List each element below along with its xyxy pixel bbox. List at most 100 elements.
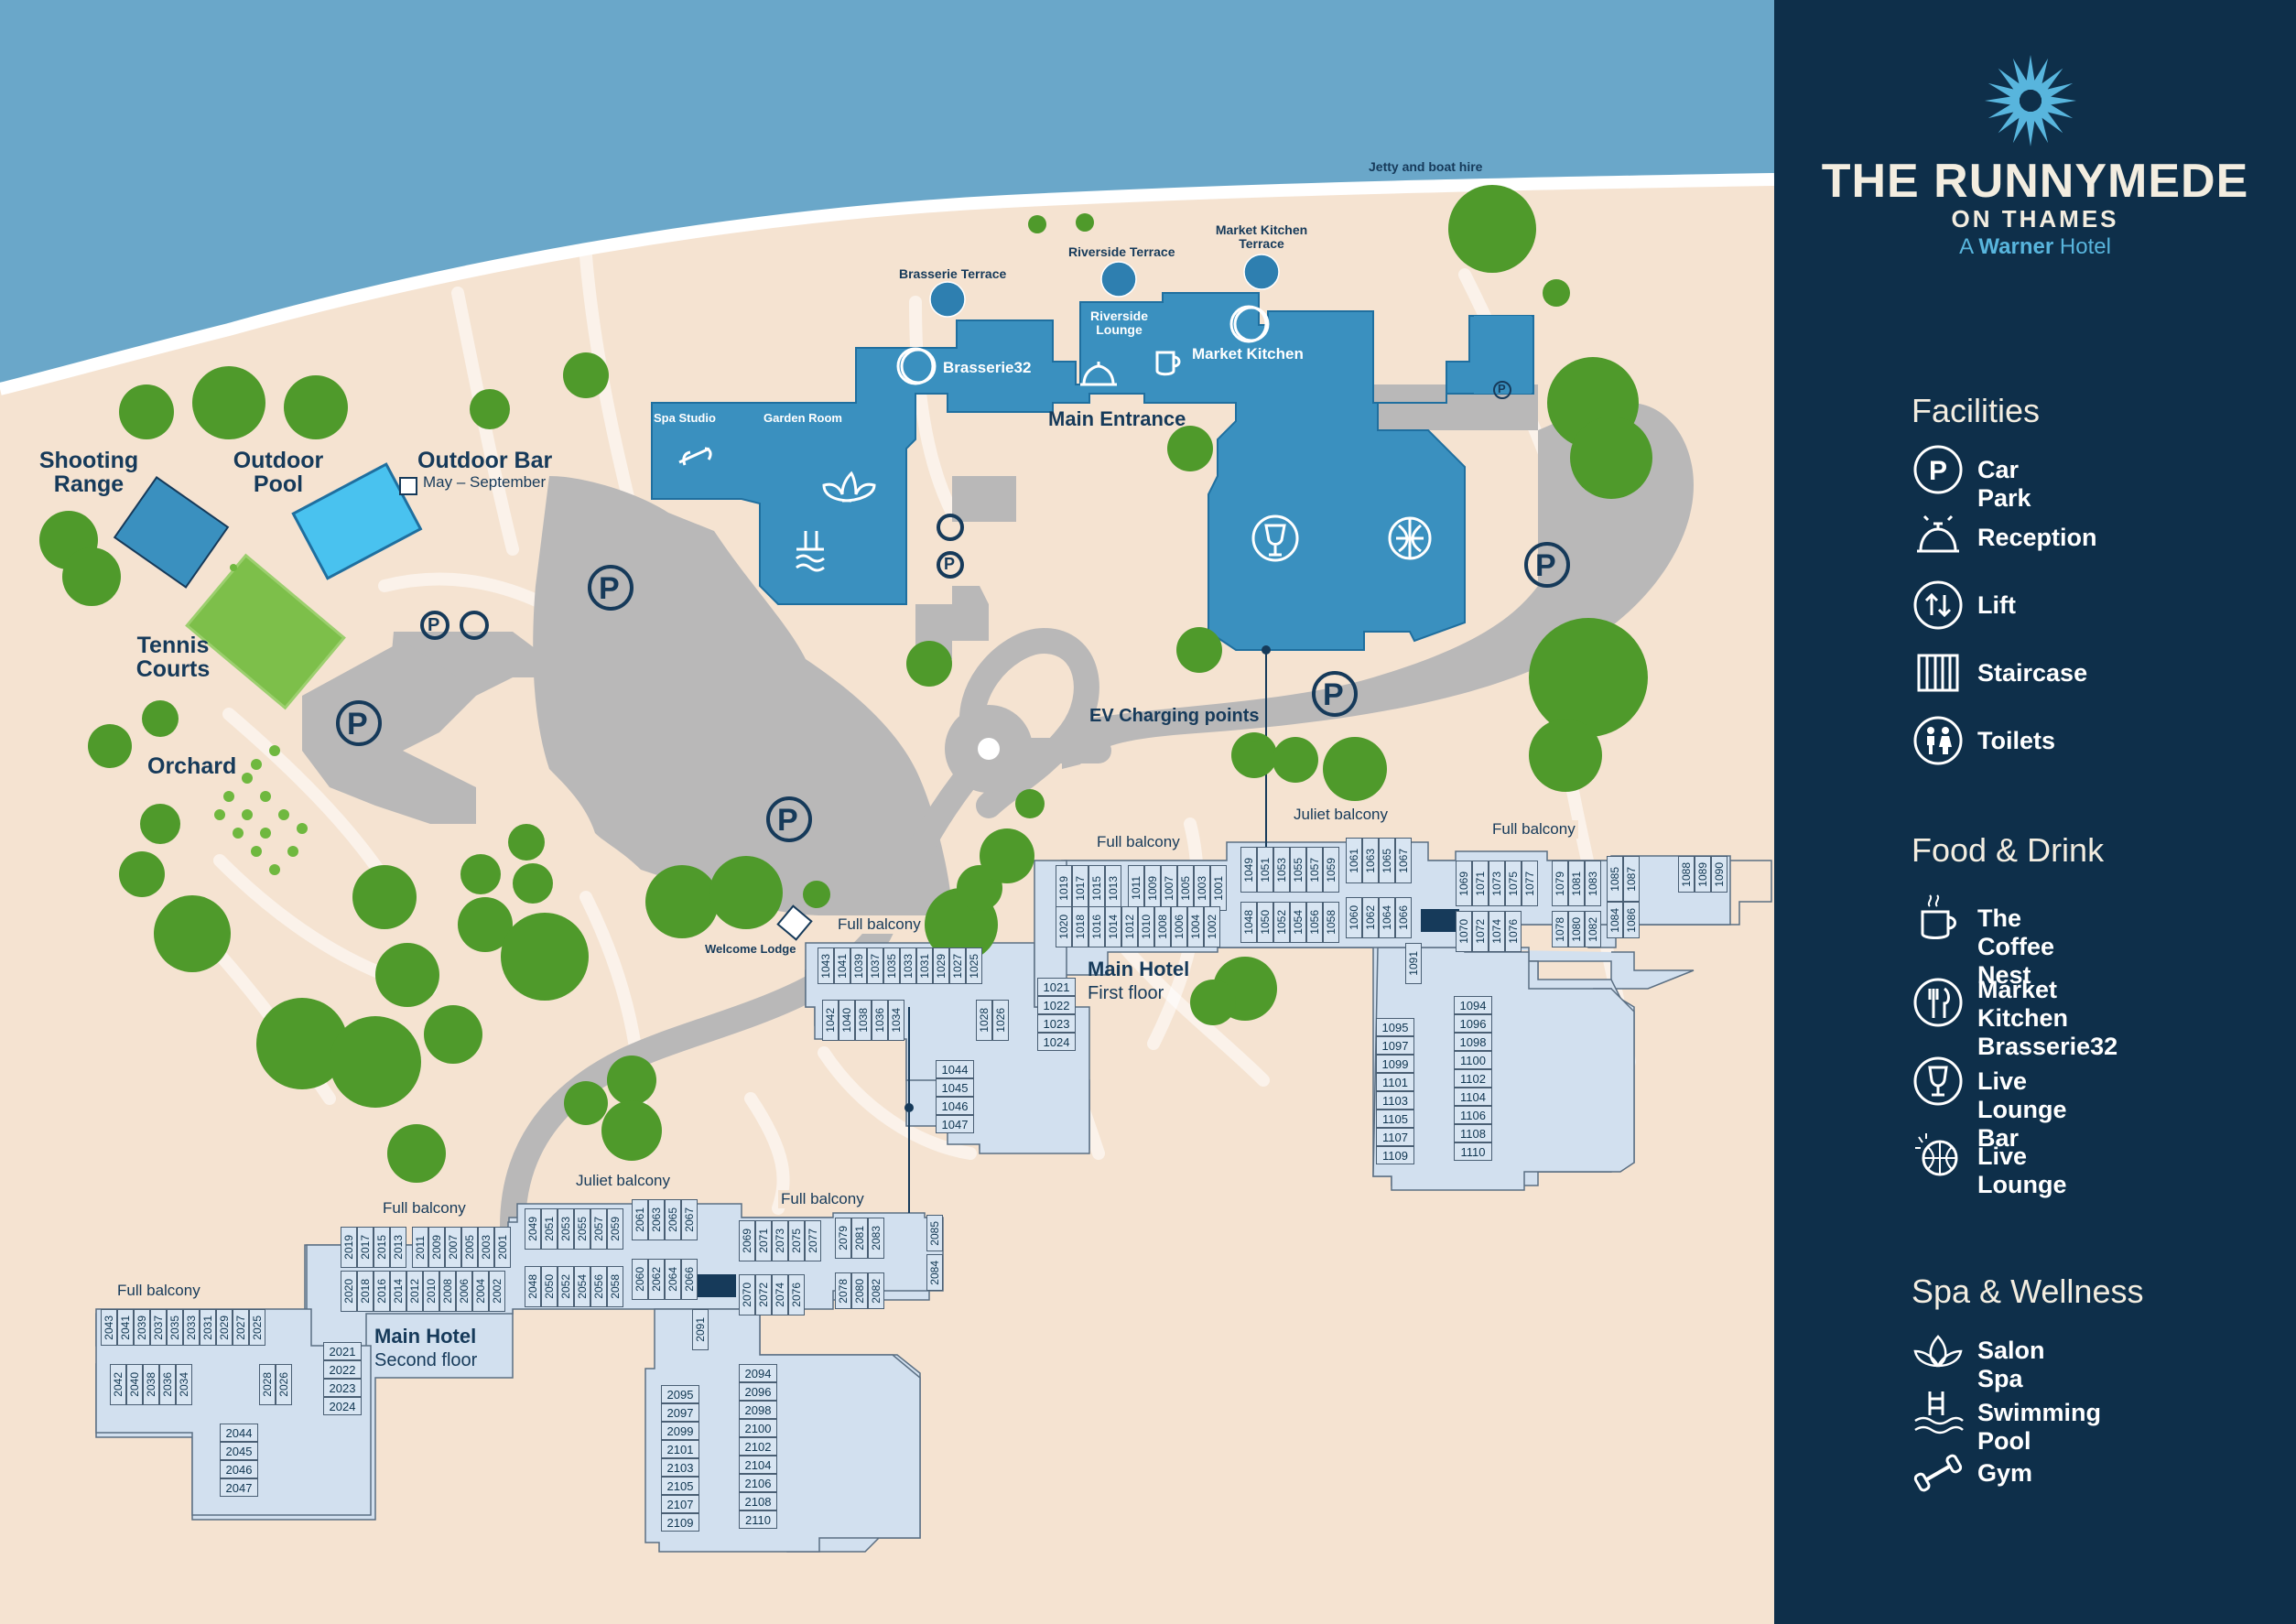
room-2011: 2011 [412, 1227, 428, 1268]
room-1054: 1054 [1290, 902, 1306, 943]
room-1003: 1003 [1194, 865, 1210, 911]
room-1102: 1102 [1454, 1069, 1492, 1088]
balcony-label: Full balcony [778, 1190, 867, 1208]
room-2077: 2077 [805, 1220, 821, 1261]
room-1078: 1078 [1552, 911, 1568, 947]
room-1028: 1028 [976, 1000, 992, 1041]
main-entrance-label: Main Entrance [1048, 407, 1186, 430]
room-2110: 2110 [739, 1510, 777, 1529]
lift-icon [1913, 580, 1963, 630]
parking-p: P [944, 555, 956, 573]
balcony-label: Full balcony [1489, 820, 1578, 839]
room-1013: 1013 [1105, 865, 1121, 911]
room-2105: 2105 [661, 1477, 699, 1495]
room-1035: 1035 [883, 947, 900, 984]
room-2081: 2081 [851, 1218, 868, 1259]
brasserie32-label: Brasserie32 [943, 359, 1032, 376]
room-1046: 1046 [936, 1097, 974, 1115]
room-2106: 2106 [739, 1474, 777, 1492]
balcony-label: Full balcony [835, 915, 924, 934]
room-1106: 1106 [1454, 1106, 1492, 1124]
brand-name: THE RUNNYMEDE [1821, 155, 2249, 208]
room-1091: 1091 [1405, 943, 1422, 984]
welcome-lodge-label: Welcome Lodge [705, 942, 796, 956]
room-2099: 2099 [661, 1422, 699, 1440]
room-1062: 1062 [1362, 897, 1379, 938]
room-1059: 1059 [1323, 847, 1339, 893]
parking-p: P [347, 707, 368, 742]
outdoor-bar-label: Outdoor Bar [417, 448, 553, 473]
room-1073: 1073 [1489, 861, 1505, 906]
room-1063: 1063 [1362, 838, 1379, 883]
room-1099: 1099 [1376, 1055, 1414, 1073]
room-1006: 1006 [1171, 906, 1187, 947]
room-1074: 1074 [1489, 911, 1505, 952]
room-2004: 2004 [472, 1271, 489, 1312]
sunburst-logo-icon [1985, 55, 2076, 146]
room-2094: 2094 [739, 1364, 777, 1382]
room-1037: 1037 [867, 947, 883, 984]
room-1040: 1040 [839, 1000, 855, 1041]
room-1016: 1016 [1088, 906, 1105, 947]
room-2003: 2003 [478, 1227, 494, 1268]
room-2026: 2026 [276, 1364, 292, 1405]
room-1021: 1021 [1037, 978, 1076, 996]
room-1076: 1076 [1505, 911, 1522, 952]
room-1042: 1042 [822, 1000, 839, 1041]
room-1008: 1008 [1154, 906, 1171, 947]
brand-tagline: A Warner Hotel [1959, 234, 2111, 259]
room-2028: 2028 [259, 1364, 276, 1405]
room-1027: 1027 [949, 947, 966, 984]
room-2035: 2035 [167, 1309, 183, 1346]
room-2015: 2015 [374, 1227, 390, 1268]
room-2102: 2102 [739, 1437, 777, 1456]
brasserie-terrace-label: Brasserie Terrace [899, 266, 1007, 281]
legend-item-label: Live Lounge Bar [1977, 1067, 2067, 1152]
outdoor-bar-hours: May – September [423, 473, 547, 491]
legend-item-label: Swimming Pool [1977, 1399, 2102, 1455]
room-2101: 2101 [661, 1440, 699, 1458]
room-2091: 2091 [692, 1309, 709, 1350]
room-2055: 2055 [574, 1208, 590, 1250]
parking-p: P [428, 615, 440, 635]
room-2034: 2034 [176, 1364, 192, 1405]
room-1029: 1029 [933, 947, 949, 984]
room-1002: 1002 [1204, 906, 1220, 947]
room-1070: 1070 [1456, 911, 1472, 952]
parking-p: P [1498, 382, 1506, 395]
room-2103: 2103 [661, 1458, 699, 1477]
room-1097: 1097 [1376, 1036, 1414, 1055]
room-2023: 2023 [323, 1379, 362, 1397]
lotus-icon [1913, 1335, 1963, 1368]
room-2067: 2067 [681, 1199, 698, 1240]
balcony-label: Full balcony [380, 1199, 469, 1218]
room-1086: 1086 [1623, 902, 1640, 938]
room-1055: 1055 [1290, 847, 1306, 893]
balcony-label: Juliet balcony [573, 1172, 674, 1190]
facilities-heading: Facilities [1912, 392, 2041, 429]
brand-subtitle: ON THAMES [1951, 205, 2119, 233]
room-2058: 2058 [607, 1266, 623, 1307]
room-1090: 1090 [1711, 856, 1727, 893]
room-1084: 1084 [1607, 902, 1623, 938]
room-2085: 2085 [926, 1215, 943, 1251]
room-1056: 1056 [1306, 902, 1323, 943]
legend-item-label: Staircase [1977, 659, 2088, 687]
room-1043: 1043 [818, 947, 834, 984]
room-1001: 1001 [1210, 865, 1227, 911]
room-2018: 2018 [357, 1271, 374, 1312]
room-2046: 2046 [220, 1460, 258, 1478]
legend-panel: THE RUNNYMEDE ON THAMES A Warner Hotel F… [1774, 0, 2296, 1624]
main-hotel-second-label: Main Hotel [374, 1325, 477, 1348]
room-2008: 2008 [439, 1271, 456, 1312]
room-1047: 1047 [936, 1115, 974, 1133]
room-2095: 2095 [661, 1385, 699, 1403]
room-2021: 2021 [323, 1342, 362, 1360]
room-1096: 1096 [1454, 1014, 1492, 1033]
room-2075: 2075 [788, 1220, 805, 1261]
room-1049: 1049 [1240, 847, 1257, 893]
room-2039: 2039 [134, 1309, 150, 1346]
